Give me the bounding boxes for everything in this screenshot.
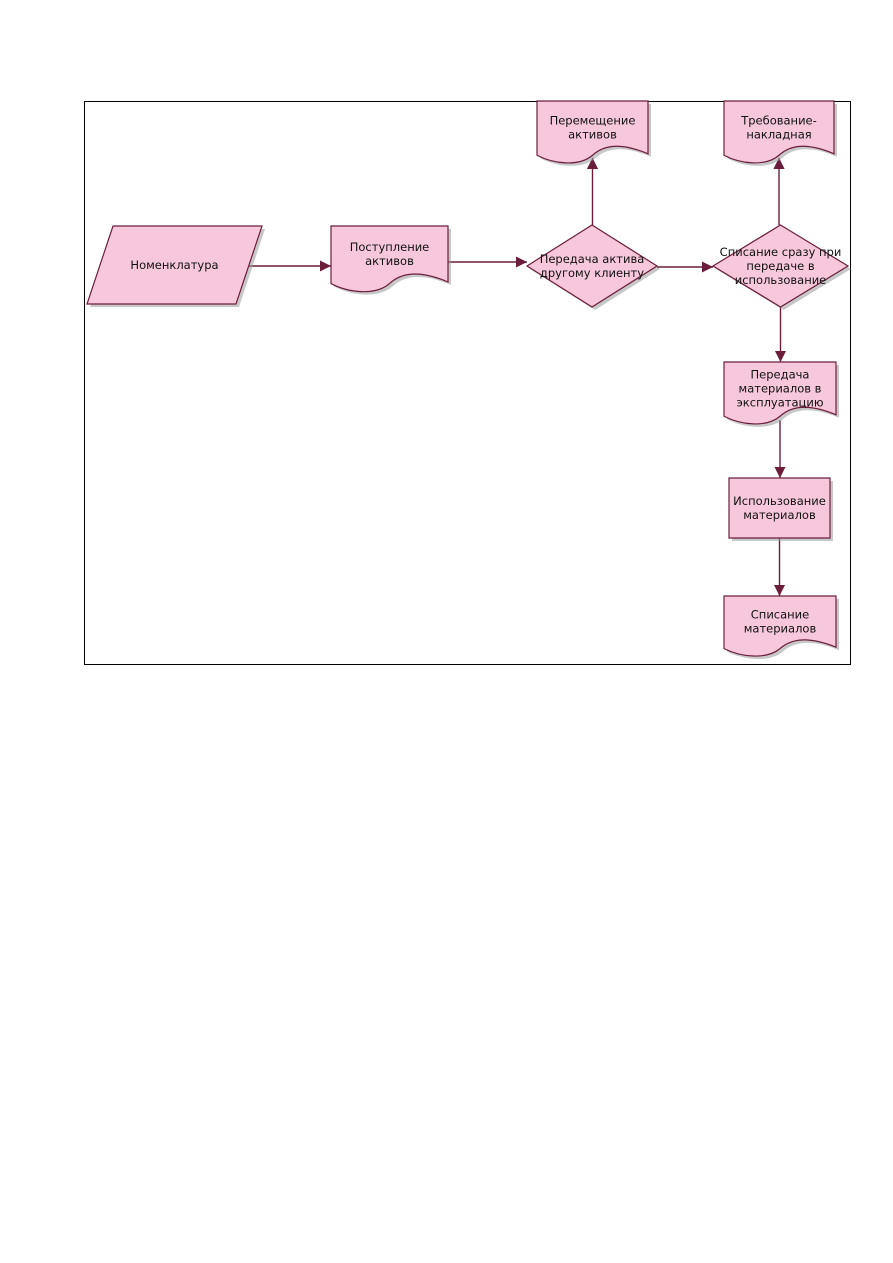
node-requisition-invoice-label: Требование-накладная xyxy=(740,113,817,141)
node-asset-transfer-client-label-line: Передача актива xyxy=(540,252,645,266)
node-assets-receipt-document-shape xyxy=(330,225,449,293)
node-requisition-invoice: Требование-накладная xyxy=(723,100,837,166)
node-nomenclature-data-shape xyxy=(86,225,263,305)
node-nomenclature-label-line: Номенклатура xyxy=(130,258,218,272)
node-materials-to-operation-label-line: материалов в xyxy=(739,381,822,395)
node-materials-to-operation-document-shape xyxy=(723,361,837,425)
node-assets-movement-document-shape xyxy=(536,100,649,164)
node-requisition-invoice-document-shape xyxy=(723,100,835,164)
edges-layer xyxy=(244,157,787,596)
node-assets-movement-label-line: активов xyxy=(568,127,617,141)
diagram-frame xyxy=(84,101,851,665)
node-asset-transfer-client-decision-shape xyxy=(525,224,659,308)
node-materials-write-off-label-line: материалов xyxy=(744,622,817,636)
node-materials-usage-label-line: материалов xyxy=(743,508,816,522)
node-write-off-on-use-decision-shape xyxy=(711,224,850,308)
node-materials-write-off-label-line: Списание xyxy=(751,608,809,622)
node-materials-write-off-document-shape xyxy=(723,595,837,657)
node-write-off-on-use-label-line: передаче в xyxy=(746,259,814,273)
node-nomenclature: Номенклатура xyxy=(86,225,265,307)
node-nomenclature-label: Номенклатура xyxy=(130,258,218,272)
node-materials-usage-process-shape xyxy=(728,477,831,539)
node-assets-receipt-label-line: активов xyxy=(365,254,414,268)
node-materials-usage-label-line: Использование xyxy=(733,494,826,508)
node-asset-transfer-client-label-line: другому клиенту xyxy=(540,266,644,280)
node-assets-receipt-label-line: Поступление xyxy=(350,240,430,254)
node-materials-to-operation-label-line: Передача xyxy=(751,367,810,381)
node-assets-movement-label-line: Перемещение xyxy=(550,113,636,127)
node-write-off-on-use-label-line: Списание сразу при xyxy=(720,245,842,259)
node-requisition-invoice-label-line: накладная xyxy=(746,127,811,141)
node-write-off-on-use-label-line: использование xyxy=(735,273,827,287)
node-materials-to-operation-label-line: эксплуатацию xyxy=(736,395,823,409)
node-requisition-invoice-label-line: Требование- xyxy=(740,113,817,127)
